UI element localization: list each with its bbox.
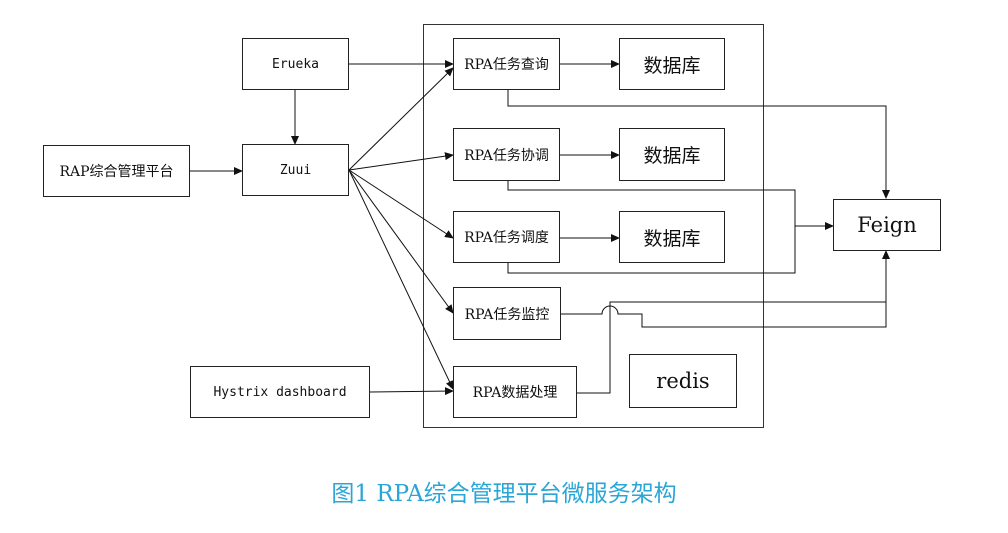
wire-coord-to-bus [507,181,796,274]
arrow-monitor-to-feign [561,250,890,328]
service-task-sched: RPA任务调度 [453,211,560,263]
service-task-monitor: RPA任务监控 [453,287,561,340]
database-1: 数据库 [619,38,725,90]
hystrix-dashboard-node: Hystrix dashboard [190,366,370,418]
redis-node: redis [629,354,737,408]
database-2: 数据库 [619,128,725,181]
service-data-processing: RPA数据处理 [453,366,577,418]
figure-caption: 图1 RPA综合管理平台微服务架构 [331,481,677,507]
rap-platform-node: RAP综合管理平台 [43,145,190,197]
arrow-data-to-feign [577,301,886,394]
zuul-gateway-node: Zuui [242,144,349,196]
arrow-zuul-to-data [348,169,454,390]
service-task-query: RPA任务查询 [453,38,560,90]
arrow-zuul-to-monitor [348,169,454,314]
microservice-container [423,24,764,428]
arrow-query-to-feign [507,90,890,199]
arrow-zuul-to-sched [348,169,454,239]
erueka-node: Erueka [242,38,349,90]
arrow-hystrix-to-data [369,387,454,396]
arrow-zuul-to-query [348,67,454,171]
database-3: 数据库 [619,211,725,263]
feign-node: Feign [833,199,941,251]
arrow-zuul-to-coord [348,152,454,171]
service-task-coord: RPA任务协调 [453,128,560,181]
